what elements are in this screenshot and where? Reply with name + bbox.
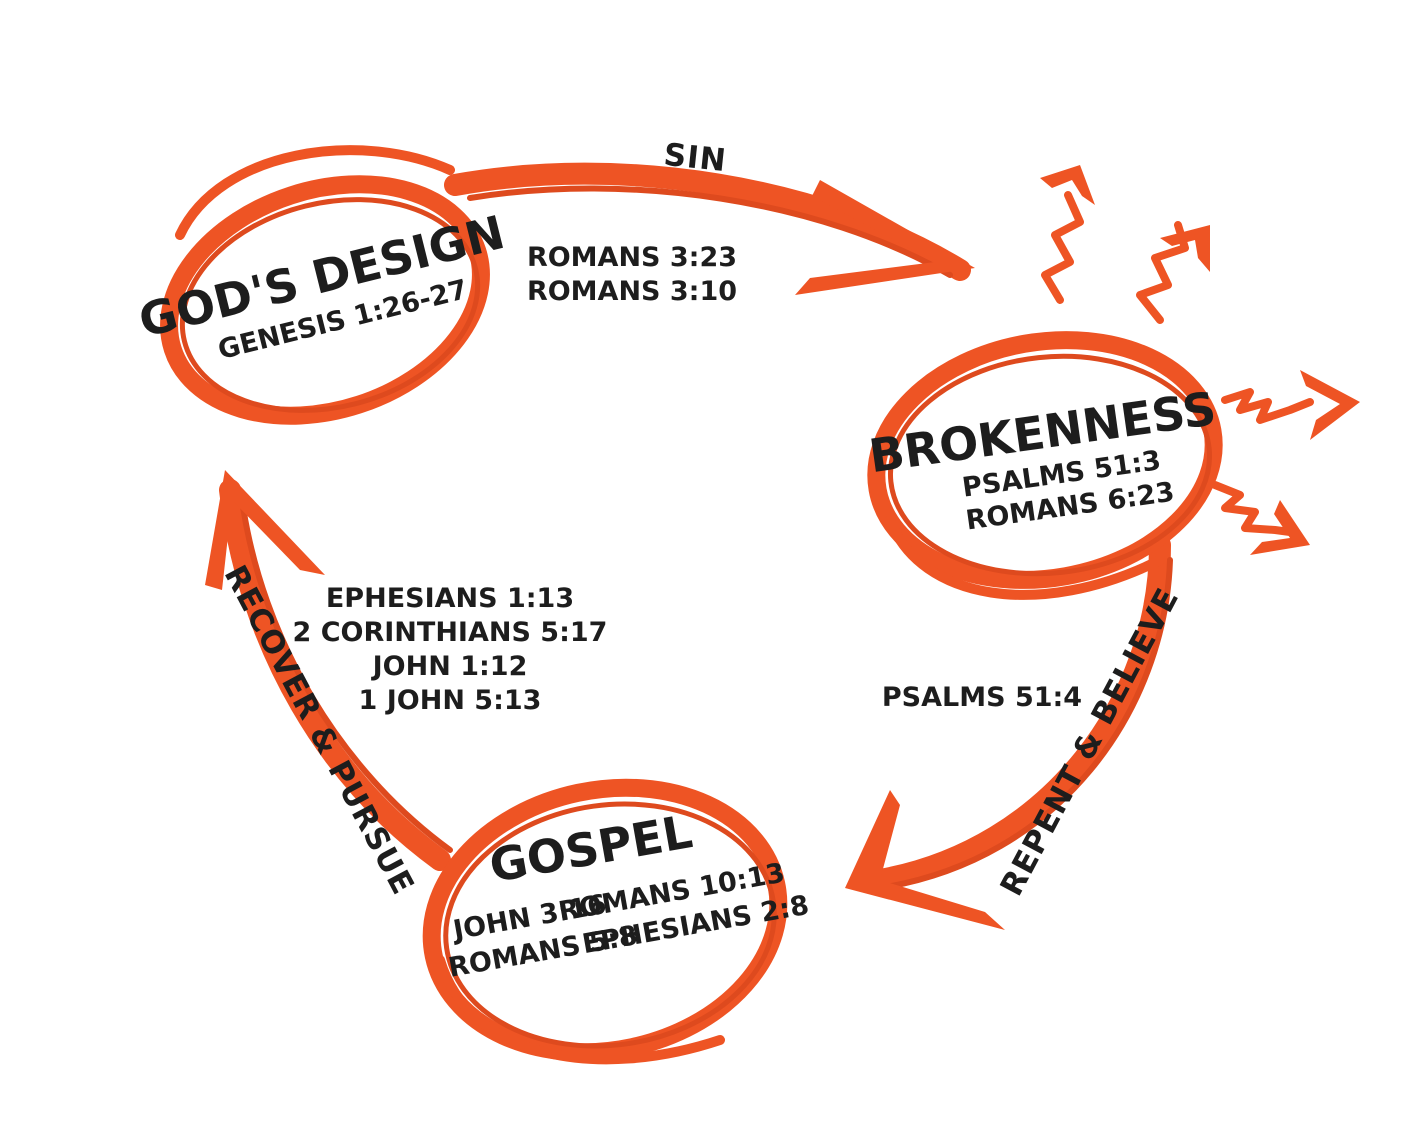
repent-label: REPENT & BELIEVE	[994, 582, 1187, 902]
recover-ref-4: 1 JOHN 5:13	[359, 685, 542, 716]
gospel-text: GOSPEL JOHN 3:16 ROMANS 10:13 ROMANS 5:8…	[446, 804, 811, 984]
recover-arrow	[205, 470, 453, 871]
gospel-ring	[422, 778, 788, 1065]
sin-ref-1: ROMANS 3:23	[527, 242, 737, 273]
repent-ref-1: PSALMS 51:4	[882, 682, 1082, 713]
repent-arrow	[845, 534, 1173, 930]
sin-arrow	[444, 162, 975, 295]
brokenness-rays	[1040, 165, 1360, 555]
recover-ref-2: 2 CORINTHIANS 5:17	[293, 617, 608, 648]
brokenness-ring	[867, 331, 1223, 600]
sin-ref-2: ROMANS 3:10	[527, 276, 737, 307]
sin-label: SIN	[662, 137, 728, 179]
gods-design-ring	[160, 145, 490, 425]
recover-ref-3: JOHN 1:12	[371, 651, 528, 682]
recover-ref-1: EPHESIANS 1:13	[326, 583, 574, 614]
